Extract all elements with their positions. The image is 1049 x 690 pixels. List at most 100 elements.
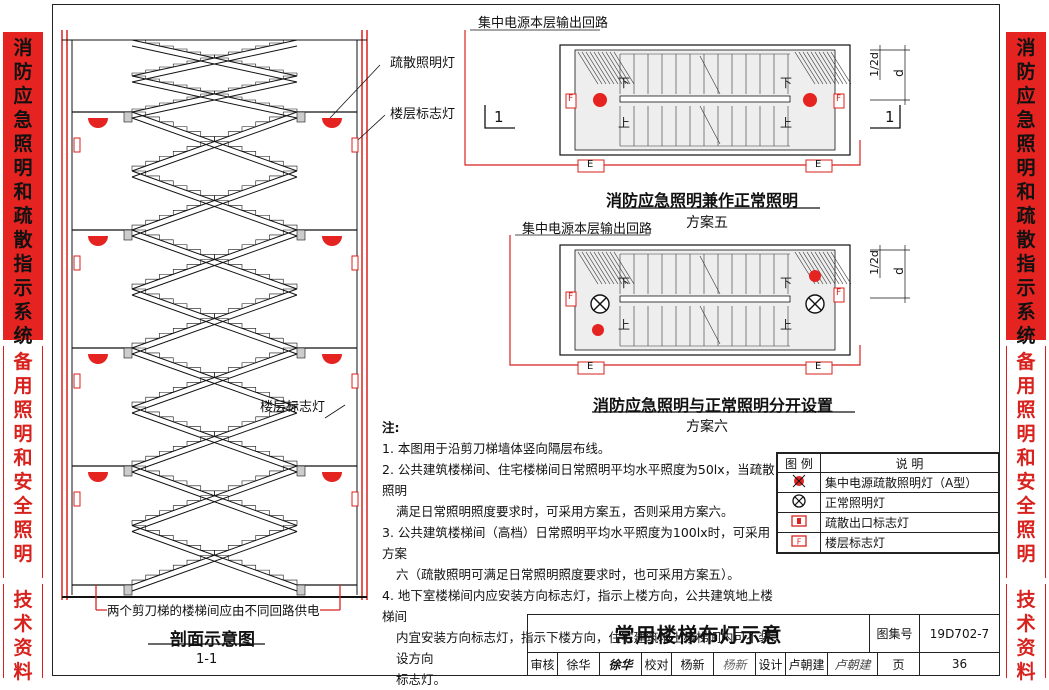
stair-steps bbox=[132, 75, 298, 112]
plan5-section-mark-left: 1 bbox=[494, 108, 504, 126]
stair-flight-underside bbox=[131, 235, 298, 296]
slab-beam bbox=[296, 584, 306, 596]
evac-light-right bbox=[322, 472, 342, 482]
plan5-down-2: 下 bbox=[780, 76, 793, 90]
stair-steps bbox=[131, 39, 297, 76]
floor-sign-left bbox=[73, 373, 81, 389]
design-signature: 卢朝建 bbox=[828, 653, 878, 675]
check-signature: 杨新 bbox=[714, 653, 756, 675]
note-line: 3. 公共建筑楼梯间（高档）日常照明平均水平照度为100lx时，可采用方案 bbox=[382, 525, 771, 561]
note-line: 内宜安装方向标志灯，指示下楼方向，住宅建筑地上楼梯间内可不装设方向 bbox=[396, 630, 772, 666]
label-evac-light: 疏散照明灯 bbox=[390, 56, 456, 71]
landing-hatch bbox=[577, 251, 599, 285]
label-floor-sign-2: 楼层标志灯 bbox=[260, 400, 326, 415]
evac-light-right bbox=[322, 118, 342, 128]
landing-hatch bbox=[822, 251, 844, 285]
plan5-up-2: 上 bbox=[780, 116, 793, 130]
landing-hatch bbox=[810, 251, 832, 285]
break-line bbox=[699, 105, 721, 145]
left-side-strip: 消防应急照明和疏散指示系统 备用照明和安全照明 技术资料 bbox=[0, 0, 46, 683]
landing-hatch bbox=[794, 51, 816, 85]
landing-hatch bbox=[597, 251, 619, 285]
side-right-section-3: 技术资料 bbox=[1006, 584, 1046, 683]
slab-beam bbox=[296, 465, 306, 477]
plan6-up-1: 上 bbox=[618, 318, 631, 332]
evac-light-left bbox=[88, 118, 108, 128]
drawing-title: 常用楼梯布灯示意 bbox=[528, 615, 870, 653]
plan6-exit-left: E bbox=[587, 361, 594, 372]
plan6-dim-half: 1/2d bbox=[867, 250, 881, 275]
stair-flight-underside bbox=[131, 81, 298, 119]
landing-hatch bbox=[822, 51, 844, 85]
side-left-section-3: 技术资料 bbox=[3, 584, 43, 683]
floor-sign-left bbox=[73, 137, 81, 153]
floor-sign-right bbox=[351, 373, 359, 389]
review-signature: 徐华 bbox=[600, 653, 642, 675]
slab-beam bbox=[123, 347, 133, 359]
legend-row: 疏散出口标志灯 bbox=[777, 512, 999, 533]
page-number: 36 bbox=[951, 657, 968, 671]
stair-flight-underside bbox=[131, 45, 298, 83]
plan6-circuit-label: 集中电源本层输出回路 bbox=[522, 222, 653, 237]
section-caption-sub: 1-1 bbox=[196, 652, 218, 667]
landing-hatch bbox=[830, 51, 852, 85]
atlas-label: 图集号 bbox=[870, 615, 920, 653]
note-line: 2. 公共建筑楼梯间、住宅楼梯间日常照明平均水平照度为50lx，当疏散照明 bbox=[382, 462, 775, 498]
note-line: 满足日常照明照度要求时，可采用方案五，否则采用方案六。 bbox=[396, 504, 734, 519]
landing-hatch bbox=[593, 251, 615, 285]
legend-col-desc: 说 明 bbox=[820, 453, 999, 473]
legend-row: 正常照明灯 bbox=[777, 492, 999, 513]
floor-sign-left bbox=[73, 255, 81, 271]
central-power-evac-light-icon bbox=[790, 474, 808, 492]
landing-hatch bbox=[605, 251, 627, 285]
plan6-floor-right: F bbox=[836, 288, 842, 298]
plan5-dim-half: 1/2d bbox=[867, 52, 881, 77]
evac-light-left bbox=[88, 354, 108, 364]
plan5-exit-right: E bbox=[815, 159, 822, 170]
floor-sign-icon: F bbox=[789, 535, 809, 551]
atlas-number: 19D702-7 bbox=[920, 615, 999, 653]
break-line bbox=[699, 305, 721, 345]
plan5-scheme: 方案五 bbox=[686, 215, 728, 231]
plan5-title: 消防应急照明兼作正常照明 bbox=[606, 191, 799, 210]
check-name: 杨新 bbox=[672, 653, 714, 675]
landing-hatch bbox=[810, 51, 832, 85]
legend-row: 集中电源疏散照明灯（A型） bbox=[777, 472, 999, 493]
side-right-section-3-text: 技术资料 bbox=[1016, 589, 1036, 683]
slab-beam bbox=[123, 584, 133, 596]
legend-desc: 疏散出口标志灯 bbox=[820, 512, 999, 533]
side-left-section-1-text: 消防应急照明和疏散指示系统 bbox=[13, 37, 33, 347]
plan6-down-1: 下 bbox=[618, 276, 631, 290]
evac-light-left bbox=[88, 236, 108, 246]
stair-steps bbox=[132, 288, 298, 348]
label-floor-sign: 楼层标志灯 bbox=[390, 107, 456, 122]
section-view bbox=[61, 30, 386, 645]
plan5-floor-left: F bbox=[568, 94, 574, 104]
stair-steps bbox=[132, 406, 298, 466]
landing-hatch bbox=[601, 251, 623, 285]
landing-hatch bbox=[802, 51, 824, 85]
landing-hatch bbox=[826, 51, 848, 85]
landing-hatch bbox=[589, 251, 611, 285]
landing-hatch bbox=[818, 51, 840, 85]
page-label: 页 bbox=[878, 653, 920, 675]
landing-hatch bbox=[605, 51, 627, 85]
legend-desc: 楼层标志灯 bbox=[820, 532, 999, 553]
section-bottom-note: 两个剪刀梯的楼梯间应由不同回路供电 bbox=[107, 600, 320, 619]
landing-hatch bbox=[597, 51, 619, 85]
landing-hatch bbox=[577, 51, 599, 85]
plan6-exit-right: E bbox=[815, 361, 822, 372]
design-label: 设计 bbox=[756, 653, 786, 675]
stair-steps bbox=[131, 111, 297, 171]
landing-hatch bbox=[798, 51, 820, 85]
side-right-section-1: 消防应急照明和疏散指示系统 bbox=[1006, 32, 1046, 347]
note-line: 4. 地下室楼梯间内应安装方向标志灯，指示上楼方向，公共建筑地上楼梯间 bbox=[382, 588, 773, 624]
review-name: 徐华 bbox=[558, 653, 600, 675]
landing-hatch bbox=[814, 51, 836, 85]
stair-flight-underside bbox=[131, 531, 298, 592]
plan5-dim-d: d bbox=[891, 69, 906, 77]
plan5-exit-left: E bbox=[587, 159, 594, 170]
plan5-floor-right: F bbox=[836, 94, 842, 104]
slab-beam bbox=[123, 229, 133, 241]
note-line: 六（疏散照明可满足日常照明照度要求时，也可采用方案五）。 bbox=[396, 567, 740, 582]
